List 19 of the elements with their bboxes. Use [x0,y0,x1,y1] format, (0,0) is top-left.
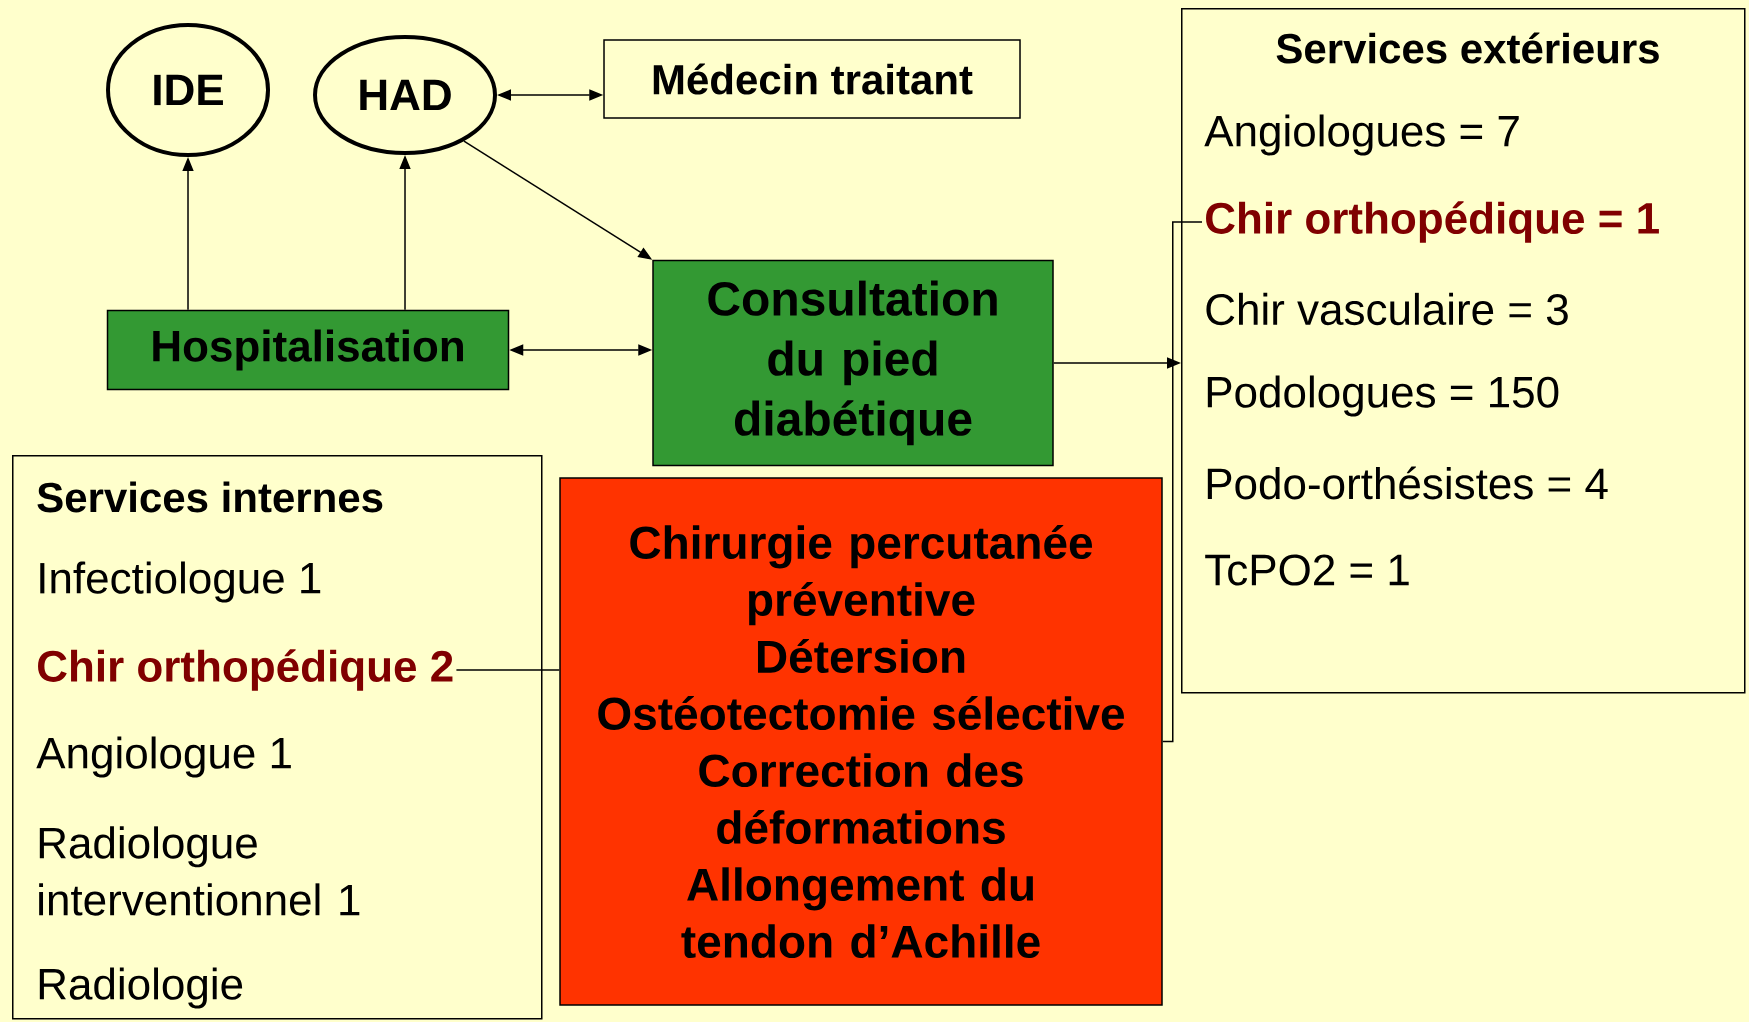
list-item: Radiologue interventionnel 1 [39,826,360,916]
list-item: TcPO2 = 1 [1205,554,1409,586]
ellipse-node: IDE [106,23,270,157]
list-item: Chir orthopédique = 1 [1206,201,1659,243]
list-item: Podo-orthésistes = 4 [1207,466,1608,500]
ellipse-node: HAD [313,35,497,155]
highlight-box: Chirurgie percutanée préventive Détersion Ostéotectomie sélective Correction des déformations Allongement du tendon d’Achille [559,477,1163,1006]
list-item: Angiologues = 7 [1204,114,1519,156]
connector-line [1162,221,1203,743]
text-box: Médecin traitant [603,39,1021,119]
list-item: Chir vasculaire = 3 [1206,292,1568,326]
connector-line [455,669,560,671]
list-item: Infectiologue 1 [40,561,321,603]
list-item: Chir orthopédique 2 [38,649,453,691]
list-item: Radiologie [39,967,243,1009]
list-item: Angiologue 1 [36,736,291,778]
process-box: Consultation du pied diabétique [652,259,1054,467]
list-item: Podologues = 150 [1207,375,1559,417]
process-box: Hospitalisation [106,309,510,391]
